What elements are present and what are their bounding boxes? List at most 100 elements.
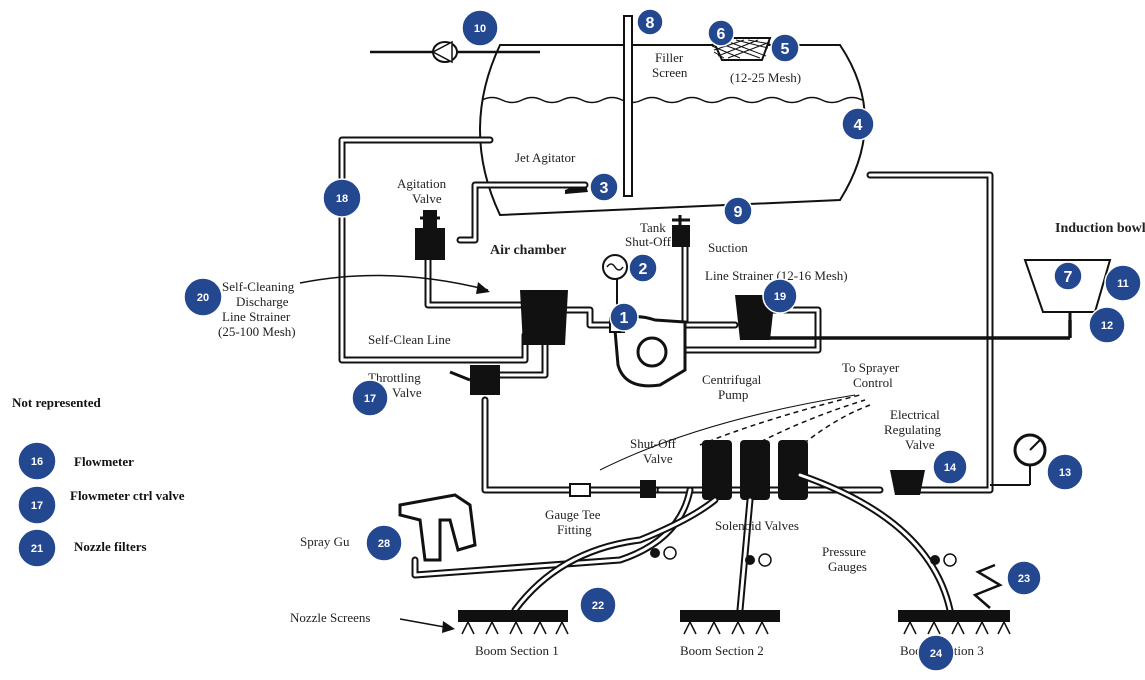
badge-4 bbox=[841, 107, 875, 141]
badge-17 bbox=[351, 379, 389, 417]
label-agitation-valve: Agitation bbox=[397, 176, 447, 191]
label-mesh: (12-25 Mesh) bbox=[730, 70, 801, 85]
legend-title: Not represented bbox=[12, 395, 101, 410]
label-air-chamber: Air chamber bbox=[490, 243, 566, 258]
badge-number-28: 28 bbox=[378, 538, 390, 550]
badge-number-22: 22 bbox=[592, 600, 604, 612]
badge-number-11: 11 bbox=[1117, 278, 1129, 290]
badge-number-14: 14 bbox=[944, 462, 957, 474]
badge-number-3: 3 bbox=[600, 180, 609, 197]
badge-18 bbox=[322, 178, 362, 218]
badge-6 bbox=[707, 19, 735, 47]
label-gauges: Gauges bbox=[828, 559, 867, 574]
diagram-labels: Filler Screen (12-25 Mesh) Jet Agitator … bbox=[218, 50, 1145, 658]
air-chamber-icon bbox=[602, 254, 628, 280]
label-spray-gun: Spray Gu bbox=[300, 534, 350, 549]
badge-20 bbox=[183, 277, 223, 317]
spring-icon bbox=[972, 563, 1003, 609]
badge-2 bbox=[628, 253, 658, 283]
label-mesh-2: (25-100 Mesh) bbox=[218, 324, 296, 339]
label-boom-1: Boom Section 1 bbox=[475, 643, 559, 658]
badge-5 bbox=[770, 33, 800, 63]
label-pressure: Pressure bbox=[822, 544, 866, 559]
discharge-strainer-icon bbox=[520, 290, 568, 345]
badge-number-18: 18 bbox=[336, 193, 348, 205]
legend: Not represented 16 Flowmeter 17 Flowmete… bbox=[12, 395, 185, 568]
legend-badge-17 bbox=[17, 485, 57, 525]
badge-12 bbox=[1088, 306, 1126, 344]
liquid-level bbox=[481, 96, 863, 104]
line-strainer-icon bbox=[735, 295, 775, 340]
control-wires bbox=[599, 394, 871, 471]
label-boom-2: Boom Section 2 bbox=[680, 643, 764, 658]
badge-number-19: 19 bbox=[774, 291, 786, 303]
boom-section-2 bbox=[680, 610, 780, 635]
label-shutoff-valve-2: Valve bbox=[643, 451, 673, 466]
centrifugal-pump-icon bbox=[609, 315, 687, 388]
throttling-valve-icon bbox=[449, 365, 500, 395]
label-agitation-valve-2: Valve bbox=[412, 191, 442, 206]
label-tank: Tank bbox=[640, 220, 666, 235]
label-electrical: Electrical bbox=[890, 407, 940, 422]
arrow-head-icon bbox=[442, 621, 455, 633]
badge-3 bbox=[589, 172, 619, 202]
label-gauge-tee: Gauge Tee bbox=[545, 507, 601, 522]
badge-14 bbox=[932, 449, 968, 485]
badge-number-10: 10 bbox=[474, 23, 486, 35]
badge-number-9: 9 bbox=[734, 204, 743, 221]
label-shutoff-valve: Shut-Off bbox=[630, 436, 677, 451]
badge-8 bbox=[636, 8, 664, 36]
label-self-clean-line: Self-Clean Line bbox=[368, 332, 451, 347]
badge-number-13: 13 bbox=[1059, 467, 1071, 479]
arrow-discharge bbox=[299, 274, 489, 291]
boom-hoses bbox=[511, 471, 957, 614]
label-nozzle-screens: Nozzle Screens bbox=[290, 610, 371, 625]
shutoff-valve-icon bbox=[640, 480, 656, 498]
badge-23 bbox=[1006, 560, 1042, 596]
label-regulating: Regulating bbox=[884, 422, 942, 437]
boom-section-3 bbox=[898, 610, 1011, 635]
label-to-sprayer: To Sprayer bbox=[842, 360, 900, 375]
gauge-tee-icon bbox=[569, 483, 591, 497]
legend-badge-21 bbox=[17, 528, 57, 568]
arrow-nozzle bbox=[399, 618, 451, 629]
label-centrifugal: Centrifugal bbox=[702, 372, 762, 387]
badge-number-4: 4 bbox=[854, 117, 863, 134]
badge-number-20: 20 bbox=[197, 292, 209, 304]
label-suction: Suction bbox=[708, 240, 748, 255]
badge-number-1: 1 bbox=[620, 310, 629, 327]
badge-number-8: 8 bbox=[646, 15, 655, 32]
badge-number-12: 12 bbox=[1101, 320, 1113, 332]
label-throttling: Throttling bbox=[368, 370, 421, 385]
label-fitting: Fitting bbox=[557, 522, 592, 537]
label-solenoid-valves: Solenoid Valves bbox=[715, 518, 799, 533]
label-filler-screen: Filler bbox=[655, 50, 684, 65]
label-jet-agitator: Jet Agitator bbox=[515, 150, 576, 165]
badge-7 bbox=[1053, 261, 1083, 291]
electrical-regulating-valve-icon bbox=[890, 470, 925, 495]
label-pump: Pump bbox=[718, 387, 748, 402]
badge-number-17: 17 bbox=[364, 393, 376, 405]
badge-28 bbox=[365, 524, 403, 562]
label-discharge: Discharge bbox=[236, 294, 289, 309]
legend-label-flowmeter-ctrl: Flowmeter ctrl valve bbox=[70, 488, 185, 503]
tank-shutoff-valve-icon bbox=[672, 218, 690, 247]
legend-label-nozzle-filters: Nozzle filters bbox=[74, 539, 147, 554]
badge-1 bbox=[609, 302, 639, 332]
label-valve: Valve bbox=[905, 437, 935, 452]
solenoid-valves-icon bbox=[702, 440, 808, 500]
badge-10 bbox=[461, 9, 499, 47]
legend-number-16: 16 bbox=[31, 456, 43, 468]
badge-number-2: 2 bbox=[639, 261, 648, 278]
boom-section-1 bbox=[458, 610, 569, 635]
label-line-strainer: Line Strainer (12-16 Mesh) bbox=[705, 268, 848, 283]
label-line-strainer-2: Line Strainer bbox=[222, 309, 291, 324]
badge-24 bbox=[917, 634, 955, 672]
label-self-cleaning: Self-Cleaning bbox=[222, 279, 295, 294]
label-throttling-valve: Valve bbox=[392, 385, 422, 400]
fill-inlet bbox=[370, 40, 540, 64]
badge-19 bbox=[762, 278, 798, 314]
legend-badge-16 bbox=[17, 441, 57, 481]
